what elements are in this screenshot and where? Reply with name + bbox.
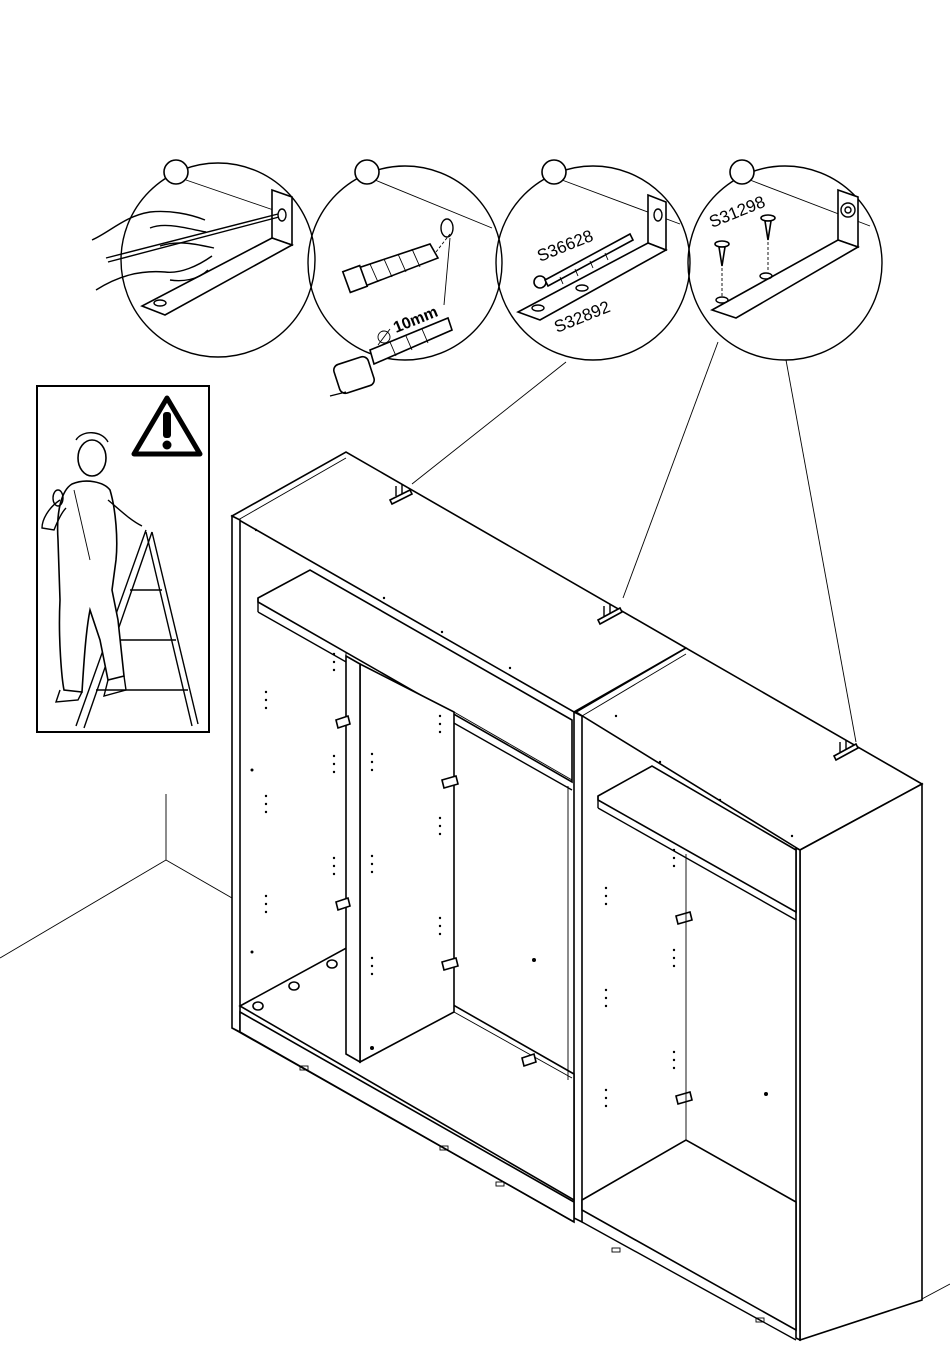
step-4-part-code: S31298 [706,192,767,232]
step-1-detail-circle [92,160,315,357]
left-side-panel [232,516,240,1032]
right-side-panel [800,784,922,1340]
pencil-mark-icon [92,190,292,315]
wardrobe-assembly-icon [232,452,922,1340]
warning-box [37,386,209,732]
step-4-detail-circle: S31298 [688,160,882,360]
middle-side-panel [574,712,582,1222]
step-2-detail-circle: 10mm [308,160,502,396]
step-3-detail-circle: S36628 S32892 [496,160,690,360]
step-1-number-bubble [164,160,188,184]
